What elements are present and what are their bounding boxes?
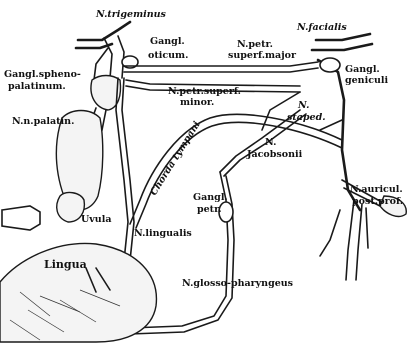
- label-n-jacobsonii-1: N.: [265, 137, 276, 148]
- label-gangl-oticum-1: Gangl.: [150, 36, 185, 47]
- n-petrosus-superficialis-major: [124, 62, 318, 72]
- label-n-petr-sup-minor-1: N.petr.superf.: [168, 86, 241, 97]
- label-chorda-tympani: Chorda tympani: [148, 119, 203, 197]
- label-n-trigeminus: N.trigeminus: [95, 9, 167, 20]
- label-gangl-petr-2: petr.: [197, 204, 222, 215]
- trigeminus-root: [76, 22, 130, 80]
- label-n-palatin: N.n.palatin.: [12, 116, 74, 127]
- label-n-facialis: N.facialis: [296, 22, 347, 33]
- n-facialis-distal: [320, 200, 368, 280]
- label-gangl-sphenopalatinum-2: palatinum.: [8, 81, 66, 92]
- label-n-petr-sup-major-2: superf.major: [228, 50, 297, 61]
- label-n-glossopharyngeus: N.glosso-pharyngeus: [182, 278, 293, 289]
- label-gangl-petr-1: Gangl.: [193, 192, 228, 203]
- label-gangl-oticum-2: oticum.: [148, 50, 188, 61]
- label-n-lingualis: N.lingualis: [134, 228, 192, 239]
- label-n-auricul-1: N.auricul.: [350, 184, 403, 195]
- label-n-petr-sup-minor-2: minor.: [180, 97, 214, 108]
- ganglion-geniculi: [320, 58, 340, 72]
- label-n-auricul-2: post.prof.: [352, 196, 403, 207]
- label-lingua: Lingua: [44, 258, 87, 271]
- label-gangl-geniculi-1: Gangl.: [345, 64, 380, 75]
- label-n-stapedius-1: N.: [297, 100, 309, 111]
- label-n-stapedius-2: staped.: [287, 112, 326, 123]
- uvula: [2, 193, 84, 230]
- label-uvula: Uvula: [81, 214, 111, 225]
- label-gangl-sphenopalatinum-1: Gangl.spheno-: [4, 69, 81, 80]
- label-n-jacobsonii-2: Jacobsonii: [246, 149, 303, 160]
- label-gangl-geniculi-2: geniculi: [345, 75, 389, 86]
- label-n-petr-sup-major-1: N.petr.: [237, 39, 273, 50]
